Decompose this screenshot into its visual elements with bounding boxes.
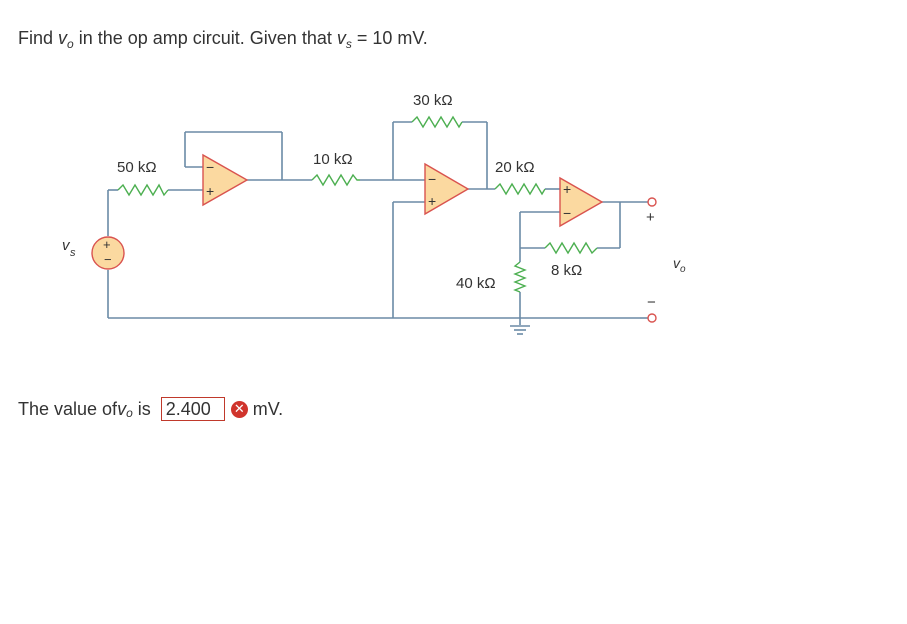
source-label: v bbox=[62, 237, 71, 254]
op-amp-2-minus: − bbox=[428, 171, 436, 187]
op-amp-3-plus: + bbox=[563, 181, 571, 197]
output-label: v bbox=[673, 255, 681, 271]
output-terminals: + − bbox=[646, 197, 657, 323]
output-terminal-top bbox=[647, 197, 657, 207]
resistor-20k bbox=[494, 182, 546, 196]
ground-symbol bbox=[510, 325, 530, 335]
op-amp-1-minus: − bbox=[206, 159, 214, 175]
label-8k: 8 kΩ bbox=[551, 262, 582, 279]
op-amp-1: − + bbox=[202, 153, 249, 207]
label-10k: 10 kΩ bbox=[313, 151, 353, 168]
question-text: Find vo in the op amp circuit. Given tha… bbox=[18, 27, 428, 51]
label-40k: 40 kΩ bbox=[456, 275, 496, 292]
answer-unit: mV. bbox=[252, 399, 284, 419]
resistor-30k bbox=[411, 115, 463, 129]
source-plus: + bbox=[103, 237, 111, 252]
question-given-value: = 10 mV. bbox=[351, 28, 428, 48]
question-var: v bbox=[58, 28, 68, 48]
label-20k: 20 kΩ bbox=[495, 159, 535, 176]
resistor-8k bbox=[544, 241, 598, 255]
source-minus: − bbox=[104, 252, 112, 267]
answer-var: v bbox=[117, 399, 127, 419]
op-amp-2-plus: + bbox=[428, 193, 436, 209]
output-terminal-bottom bbox=[647, 313, 657, 323]
output-plus: + bbox=[646, 209, 655, 226]
question-middle: in the op amp circuit. Given that bbox=[73, 28, 337, 48]
question-given-sub: s bbox=[345, 37, 352, 51]
answer-input[interactable]: 2.400 bbox=[160, 397, 225, 421]
resistor-10k bbox=[311, 173, 360, 187]
resistors bbox=[117, 115, 598, 293]
source-label-sub: s bbox=[70, 247, 76, 259]
op-amp-3: + − bbox=[559, 176, 604, 228]
label-50k: 50 kΩ bbox=[117, 159, 157, 176]
op-amp-3-minus: − bbox=[563, 205, 571, 221]
output-label-sub: o bbox=[680, 264, 686, 275]
label-30k: 30 kΩ bbox=[413, 92, 453, 109]
incorrect-x-icon: ✕ bbox=[230, 400, 248, 418]
answer-is-text: is bbox=[132, 399, 156, 419]
resistor-50k bbox=[117, 183, 169, 197]
output-minus: − bbox=[647, 294, 656, 311]
answer-var-sub: o bbox=[126, 406, 133, 420]
op-amp-circuit-diagram: − + − + + − + − + − 50 kΩ 10 kΩ 30 kΩ 20… bbox=[62, 92, 686, 335]
question-given-var: v bbox=[336, 28, 346, 48]
question-prefix: Find bbox=[18, 28, 59, 48]
question-var-sub: o bbox=[67, 37, 74, 51]
op-amp-1-plus: + bbox=[206, 183, 214, 199]
op-amp-2: − + bbox=[424, 162, 470, 216]
answer-prefix: The value of bbox=[18, 399, 118, 419]
circuit-wires bbox=[107, 121, 648, 325]
resistor-40k bbox=[513, 261, 527, 293]
voltage-source: + − bbox=[91, 236, 125, 270]
